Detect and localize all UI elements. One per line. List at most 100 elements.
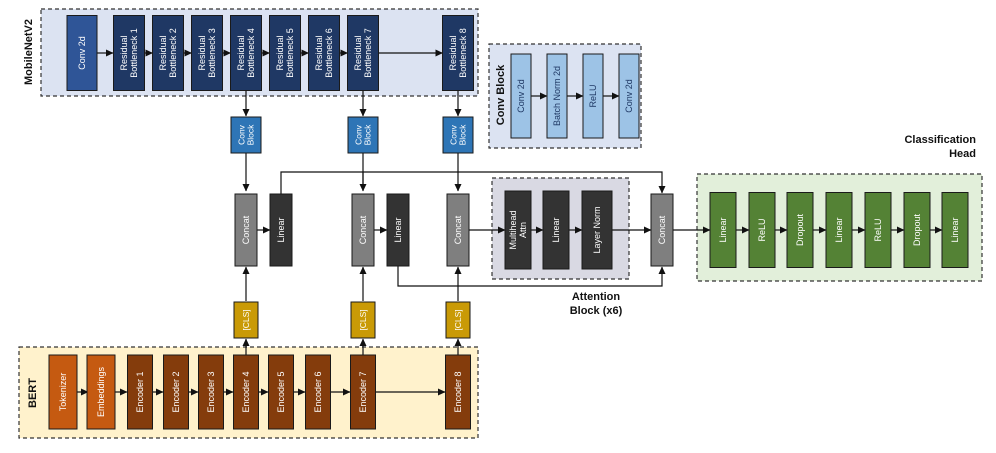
mobilenet-residual-bottleneck-1-label: Bottleneck 1	[129, 28, 139, 78]
linear-2-label: Linear	[393, 217, 403, 242]
attention-multihead-attn-label: Attn	[518, 222, 528, 238]
attention-layer-norm: Layer Norm	[581, 190, 613, 270]
bert-encoder-4-shape	[233, 354, 259, 430]
mobilenet-residual-bottleneck-7-label: Residual	[353, 35, 363, 70]
mobilenet-residual-bottleneck-5-label: Bottleneck 5	[285, 28, 295, 78]
concat-1-shape	[234, 193, 258, 267]
conv-block-3-label: Block	[458, 124, 468, 146]
bert-embeddings: Embeddings	[86, 354, 116, 430]
head-dropout-6: Dropout	[903, 192, 931, 268]
head-linear-1-label: Linear	[718, 217, 728, 242]
legend-conv2d-a-label: Conv 2d	[516, 79, 526, 113]
head-linear-4-shape	[825, 192, 853, 268]
conv-block-legend-title: Conv Block	[495, 64, 507, 125]
concat-4-shape	[650, 193, 674, 267]
bert-tokenizer-shape	[48, 354, 78, 430]
mobilenet-conv2d: Conv 2d	[66, 15, 98, 91]
conv-block-2-label: Conv	[353, 124, 363, 145]
mobilenet-residual-bottleneck-6-shape	[308, 15, 340, 91]
head-relu-2-label: ReLU	[757, 218, 767, 241]
mobilenet-residual-bottleneck-1-shape	[113, 15, 145, 91]
linear1-to-concat2-top	[280, 171, 364, 194]
bert-encoder-7-label: Encoder 7	[358, 371, 368, 412]
legend-relu-label: ReLU	[588, 84, 598, 107]
bert-encoder-6-shape	[305, 354, 331, 430]
attention-title-line1: Attention	[572, 291, 621, 303]
head-relu-2-shape	[748, 192, 776, 268]
concat-2: Concat	[351, 193, 375, 267]
legend-batch-norm-label: Batch Norm 2d	[552, 66, 562, 126]
cls-token-3-shape	[445, 301, 471, 339]
bert-title: BERT	[27, 378, 39, 408]
mobilenet-residual-bottleneck-5-label: Residual	[275, 35, 285, 70]
head-relu-5-shape	[864, 192, 892, 268]
linear-1: Linear	[269, 193, 293, 267]
legend-batch-norm: Batch Norm 2d	[546, 53, 568, 139]
head-linear-7: Linear	[941, 192, 969, 268]
head-dropout-3: Dropout	[786, 192, 814, 268]
head-relu-5: ReLU	[864, 192, 892, 268]
bert-encoder-7-shape	[350, 354, 376, 430]
bert-encoder-1-shape	[127, 354, 153, 430]
head-linear-7-shape	[941, 192, 969, 268]
mobilenet-residual-bottleneck-4-shape	[230, 15, 262, 91]
cls-token-2-shape	[350, 301, 376, 339]
cls-token-1-label: [CLS]	[241, 309, 251, 330]
conv-block-2-shape	[347, 116, 379, 154]
mobilenet-conv2d-shape	[66, 15, 98, 91]
bert-encoder-5-shape	[268, 354, 294, 430]
mobilenet-residual-bottleneck-7-label: Bottleneck 7	[363, 28, 373, 78]
attention-layer-norm-label: Layer Norm	[592, 206, 602, 253]
bert-encoder-8-shape	[445, 354, 471, 430]
bert-embeddings-shape	[86, 354, 116, 430]
mobilenet-residual-bottleneck-2-shape	[152, 15, 184, 91]
mobilenet-residual-bottleneck-4-label: Residual	[236, 35, 246, 70]
bert-encoder-4-label: Encoder 4	[241, 371, 251, 412]
mobilenet-residual-bottleneck-7-shape	[347, 15, 379, 91]
attention-title-line2: Block (x6)	[570, 305, 623, 317]
mobilenet-residual-bottleneck-6-label: Bottleneck 6	[324, 28, 334, 78]
bert-encoder-1: Encoder 1	[127, 354, 153, 430]
head-dropout-3-shape	[786, 192, 814, 268]
mobilenet-residual-bottleneck-3-label: Bottleneck 3	[207, 28, 217, 78]
head-dropout-6-shape	[903, 192, 931, 268]
mobilenet-residual-bottleneck-8-label: Bottleneck 8	[458, 28, 468, 78]
cls-token-1: [CLS]	[233, 301, 259, 339]
concat-2-shape	[351, 193, 375, 267]
concat-1: Concat	[234, 193, 258, 267]
conv-block-1-label: Conv	[236, 124, 246, 145]
bert-embeddings-label: Embeddings	[96, 366, 106, 417]
conv-block-1-shape	[230, 116, 262, 154]
concat-3: Concat	[446, 193, 470, 267]
concat-3-shape	[446, 193, 470, 267]
attention-linear-label: Linear	[551, 217, 561, 242]
linear2-to-concat4-bottom	[397, 266, 666, 287]
bert-encoder-2-label: Encoder 2	[171, 371, 181, 412]
head-linear-1-shape	[709, 192, 737, 268]
legend-conv2d-b-shape	[618, 53, 640, 139]
attention-linear-shape	[542, 190, 570, 270]
head-dropout-6-label: Dropout	[912, 213, 922, 246]
cls-token-2: [CLS]	[350, 301, 376, 339]
mobilenet-residual-bottleneck-4-label: Bottleneck 4	[246, 28, 256, 78]
classification-title-line1: Classification	[904, 134, 976, 146]
mobilenet-residual-bottleneck-6-label: Residual	[314, 35, 324, 70]
head-linear-4: Linear	[825, 192, 853, 268]
head-linear-7-label: Linear	[950, 217, 960, 242]
legend-conv2d-b: Conv 2d	[618, 53, 640, 139]
legend-conv2d-a: Conv 2d	[510, 53, 532, 139]
conv-block-3-label: Conv	[448, 124, 458, 145]
mobilenet-residual-bottleneck-8-label: Residual	[448, 35, 458, 70]
bert-encoder-7: Encoder 7	[350, 354, 376, 430]
mobilenet-residual-bottleneck-3-shape	[191, 15, 223, 91]
bert-encoder-8-label: Encoder 8	[453, 371, 463, 412]
attention-layer-norm-shape	[581, 190, 613, 270]
head-linear-1: Linear	[709, 192, 737, 268]
head-relu-2: ReLU	[748, 192, 776, 268]
